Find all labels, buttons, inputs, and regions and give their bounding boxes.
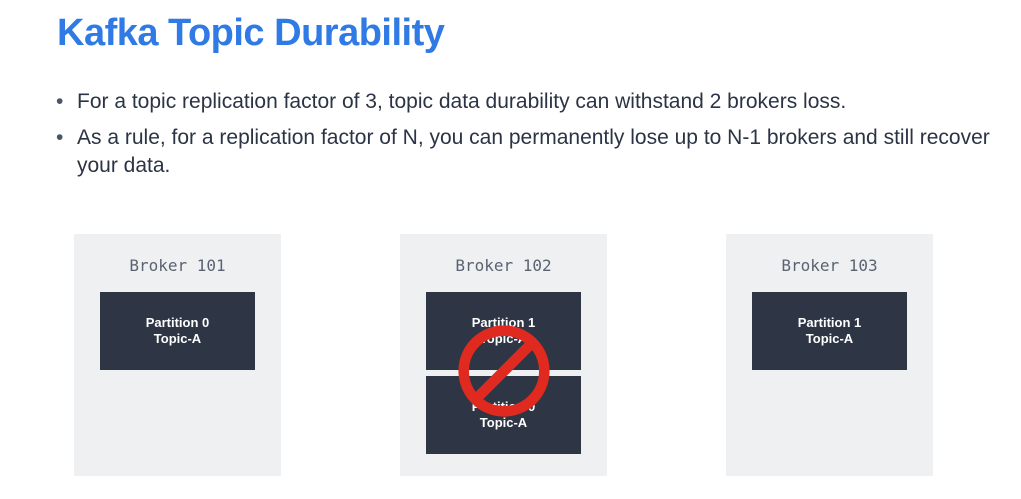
bullet-item: • For a topic replication factor of 3, t…	[52, 88, 1002, 116]
broker-label: Broker 101	[129, 256, 226, 275]
partition-name: Partition 1	[797, 315, 862, 330]
bullet-text: As a rule, for a replication factor of N…	[77, 126, 990, 177]
broker-102: Broker 102 Partition 1 Topic-A Partition…	[400, 234, 607, 476]
bullet-item: • As a rule, for a replication factor of…	[52, 124, 1002, 180]
topic-name: Topic-A	[479, 415, 528, 430]
broker-101: Broker 101 Partition 0 Topic-A	[74, 234, 281, 476]
page-title: Kafka Topic Durability	[57, 12, 445, 54]
bullet-list: • For a topic replication factor of 3, t…	[52, 88, 1002, 188]
broker-label: Broker 103	[781, 256, 878, 275]
partition-box: Partition 0 Topic-A	[100, 292, 255, 370]
partition-name: Partition 0	[145, 315, 210, 330]
broker-103: Broker 103 Partition 1 Topic-A	[726, 234, 933, 476]
bullet-dot: •	[56, 126, 64, 149]
partition-name: Partition 1	[471, 315, 536, 330]
bullet-text: For a topic replication factor of 3, top…	[77, 90, 847, 113]
prohibited-sign-icon	[458, 325, 550, 417]
topic-name: Topic-A	[805, 331, 854, 346]
broker-label: Broker 102	[455, 256, 552, 275]
topic-name: Topic-A	[153, 331, 202, 346]
partition-box: Partition 1 Topic-A	[752, 292, 907, 370]
bullet-dot: •	[56, 90, 64, 113]
